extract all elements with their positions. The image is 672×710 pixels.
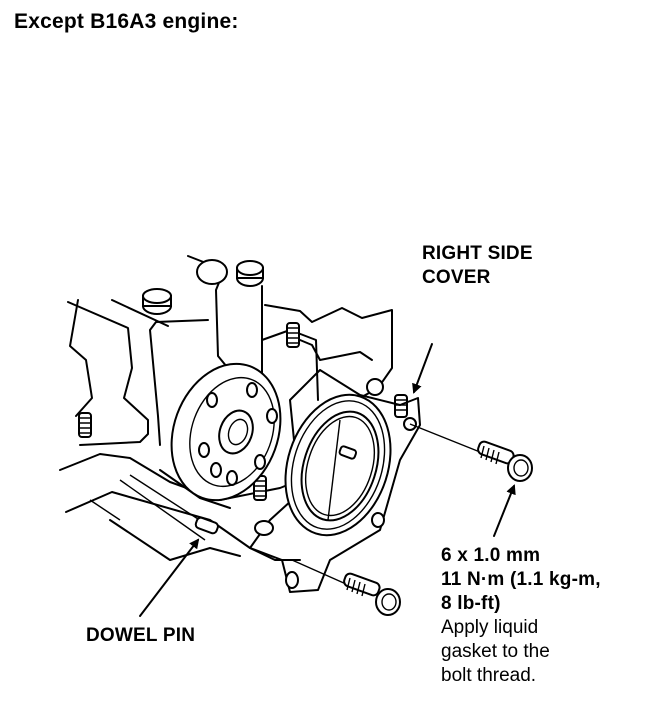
block-boss bbox=[196, 259, 228, 285]
top-bolt-right bbox=[236, 260, 264, 287]
stud-top bbox=[286, 322, 300, 348]
right-side-cover-line-1: RIGHT SIDE bbox=[422, 243, 533, 264]
dowel-pin bbox=[194, 516, 219, 535]
stud-left bbox=[78, 412, 92, 438]
bolt-spec-label: 6 x 1.0 mm 11 N·m (1.1 kg-m, 8 lb-ft) bbox=[441, 544, 601, 616]
right-side-cover bbox=[249, 369, 421, 593]
dowel-pin-label: DOWEL PIN bbox=[86, 625, 196, 646]
top-bolt-left bbox=[142, 288, 172, 315]
right-side-cover-line-2: COVER bbox=[422, 267, 491, 288]
cover-bolt-lower bbox=[291, 559, 401, 616]
bolt-note-line-1: Apply liquid bbox=[441, 617, 539, 638]
bolt-torque-imperial: 8 lb-ft) bbox=[441, 593, 501, 614]
arrow-right-side-cover bbox=[412, 343, 433, 394]
right-side-cover-label: RIGHT SIDE COVER bbox=[422, 242, 533, 290]
bolt-note-label: Apply liquid gasket to the bolt thread. bbox=[441, 616, 550, 688]
crankshaft-flange bbox=[170, 362, 282, 502]
stud-right bbox=[394, 394, 408, 418]
bolt-torque: 11 N·m (1.1 kg-m, bbox=[441, 569, 601, 590]
arrow-dowel-pin bbox=[139, 538, 200, 617]
arrow-bolt bbox=[493, 484, 516, 537]
bolt-size: 6 x 1.0 mm bbox=[441, 545, 541, 566]
bolt-note-line-2: gasket to the bbox=[441, 641, 550, 662]
diagram-title: Except B16A3 engine: bbox=[14, 10, 239, 33]
bolt-note-line-3: bolt thread. bbox=[441, 665, 537, 686]
cover-bolt-right bbox=[409, 423, 533, 482]
